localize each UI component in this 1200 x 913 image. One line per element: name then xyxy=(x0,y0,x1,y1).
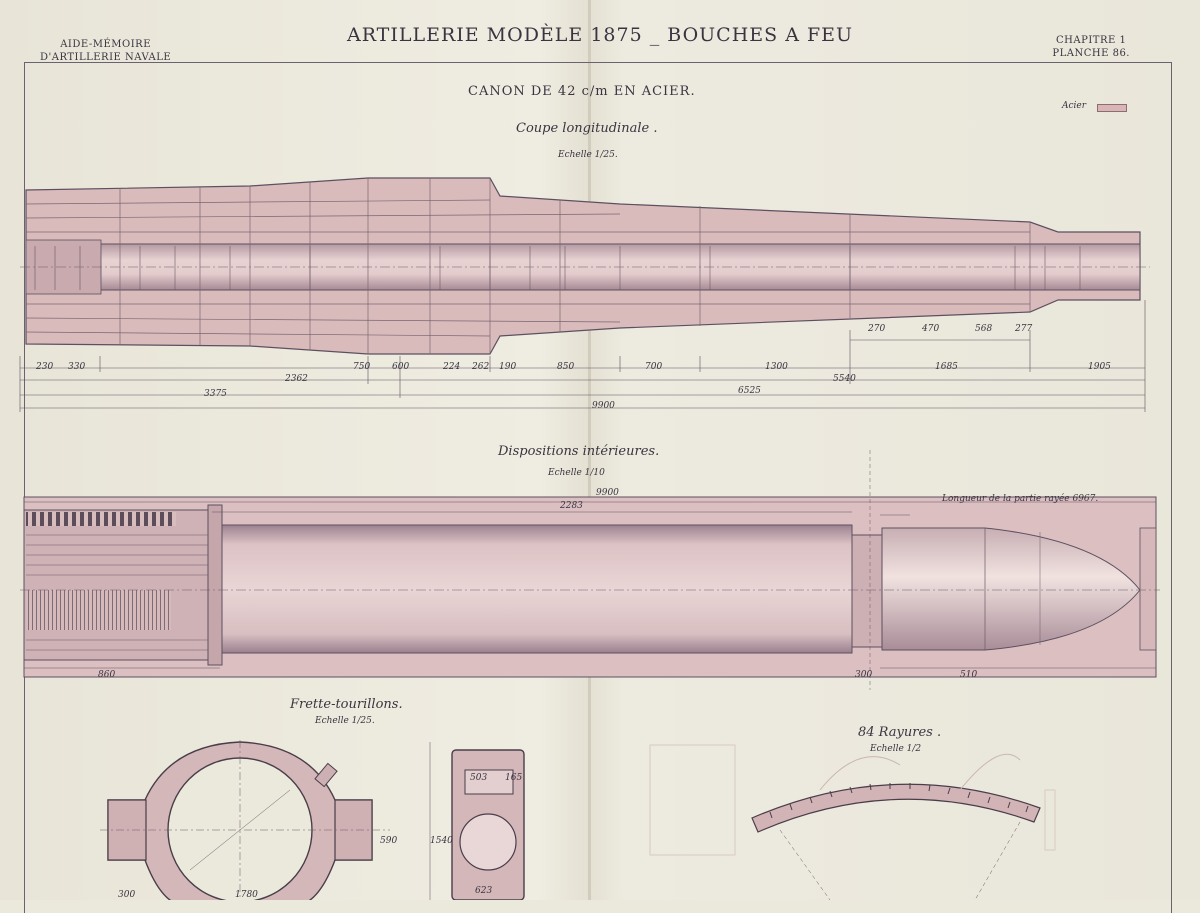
section1-title: CANON DE 42 c/m EN ACIER. xyxy=(468,84,696,99)
dim-262: 262 xyxy=(472,362,490,372)
drawing-frame xyxy=(24,62,1172,913)
section2-title: Dispositions intérieures. xyxy=(498,444,660,459)
chapter-label: CHAPITRE 1 xyxy=(1056,35,1127,46)
dim-2283: 2283 xyxy=(560,501,583,511)
dim-300: 300 xyxy=(855,670,873,680)
section1-scale: Echelle 1/25. xyxy=(558,150,618,160)
dim-2362: 2362 xyxy=(285,374,308,384)
header-right: CHAPITRE 1 PLANCHE 86. xyxy=(1052,34,1130,60)
dim-470: 470 xyxy=(922,324,940,334)
dim-270: 270 xyxy=(868,324,886,334)
dim-3375: 3375 xyxy=(204,389,227,399)
dim-850: 850 xyxy=(557,362,575,372)
legend-label: Acier xyxy=(1062,101,1087,111)
rifling-detail xyxy=(649,744,1056,900)
dim-860: 860 xyxy=(98,670,116,680)
plate-title: ARTILLERIE MODÈLE 1875 _ BOUCHES A FEU xyxy=(346,24,854,46)
dim-230: 230 xyxy=(36,362,54,372)
dim-224: 224 xyxy=(443,362,461,372)
powder-chamber xyxy=(221,524,853,654)
dim-5540: 5540 xyxy=(833,374,856,384)
dim-1685: 1685 xyxy=(935,362,958,372)
section3-scale: Echelle 1/25. xyxy=(315,716,375,726)
dim-277: 277 xyxy=(1015,324,1033,334)
dim-623: 623 xyxy=(475,886,493,896)
rifling-length-note: Longueur de la partie rayée 6967. xyxy=(942,494,1099,504)
header-left-line1: AIDE-MÉMOIRE xyxy=(60,39,151,50)
dim-1905: 1905 xyxy=(1088,362,1111,372)
dim-300-ring: 300 xyxy=(118,890,136,900)
section3-title: Frette-tourillons. xyxy=(290,697,403,712)
dim-total-9900: 9900 xyxy=(592,401,615,411)
dim-568: 568 xyxy=(975,324,993,334)
section2-scale: Echelle 1/10 xyxy=(548,468,605,478)
gun-longitudinal-section xyxy=(20,177,1150,355)
dim-6525: 6525 xyxy=(738,386,761,396)
gun-interior-section xyxy=(20,450,1160,690)
header-left-line2: D'ARTILLERIE NAVALE xyxy=(40,52,172,63)
sheet-fold xyxy=(588,0,591,900)
dim-1780: 1780 xyxy=(235,890,258,900)
dim-600: 600 xyxy=(392,362,410,372)
dim-590: 590 xyxy=(380,836,398,846)
section1-subtitle: Coupe longitudinale . xyxy=(516,121,658,136)
section4-scale: Echelle 1/2 xyxy=(870,744,922,754)
dim-750: 750 xyxy=(353,362,371,372)
dim-330: 330 xyxy=(68,362,86,372)
section1-dimension-lines xyxy=(19,300,1146,412)
dim-510: 510 xyxy=(960,670,978,680)
breech-screw xyxy=(23,509,211,661)
dim-190: 190 xyxy=(499,362,517,372)
dim-700: 700 xyxy=(645,362,663,372)
plate-number: PLANCHE 86. xyxy=(1052,48,1130,59)
section4-title: 84 Rayures . xyxy=(858,725,942,740)
trunnion-ring-drawing xyxy=(100,740,525,900)
dim-1300: 1300 xyxy=(765,362,788,372)
dim-503: 503 xyxy=(470,773,488,783)
dim-9900-interior: 9900 xyxy=(596,488,619,498)
dim-165: 165 xyxy=(505,773,523,783)
legend-swatch-steel xyxy=(1097,104,1127,112)
header-left: AIDE-MÉMOIRE D'ARTILLERIE NAVALE xyxy=(40,38,171,64)
dim-1540: 1540 xyxy=(430,836,453,846)
